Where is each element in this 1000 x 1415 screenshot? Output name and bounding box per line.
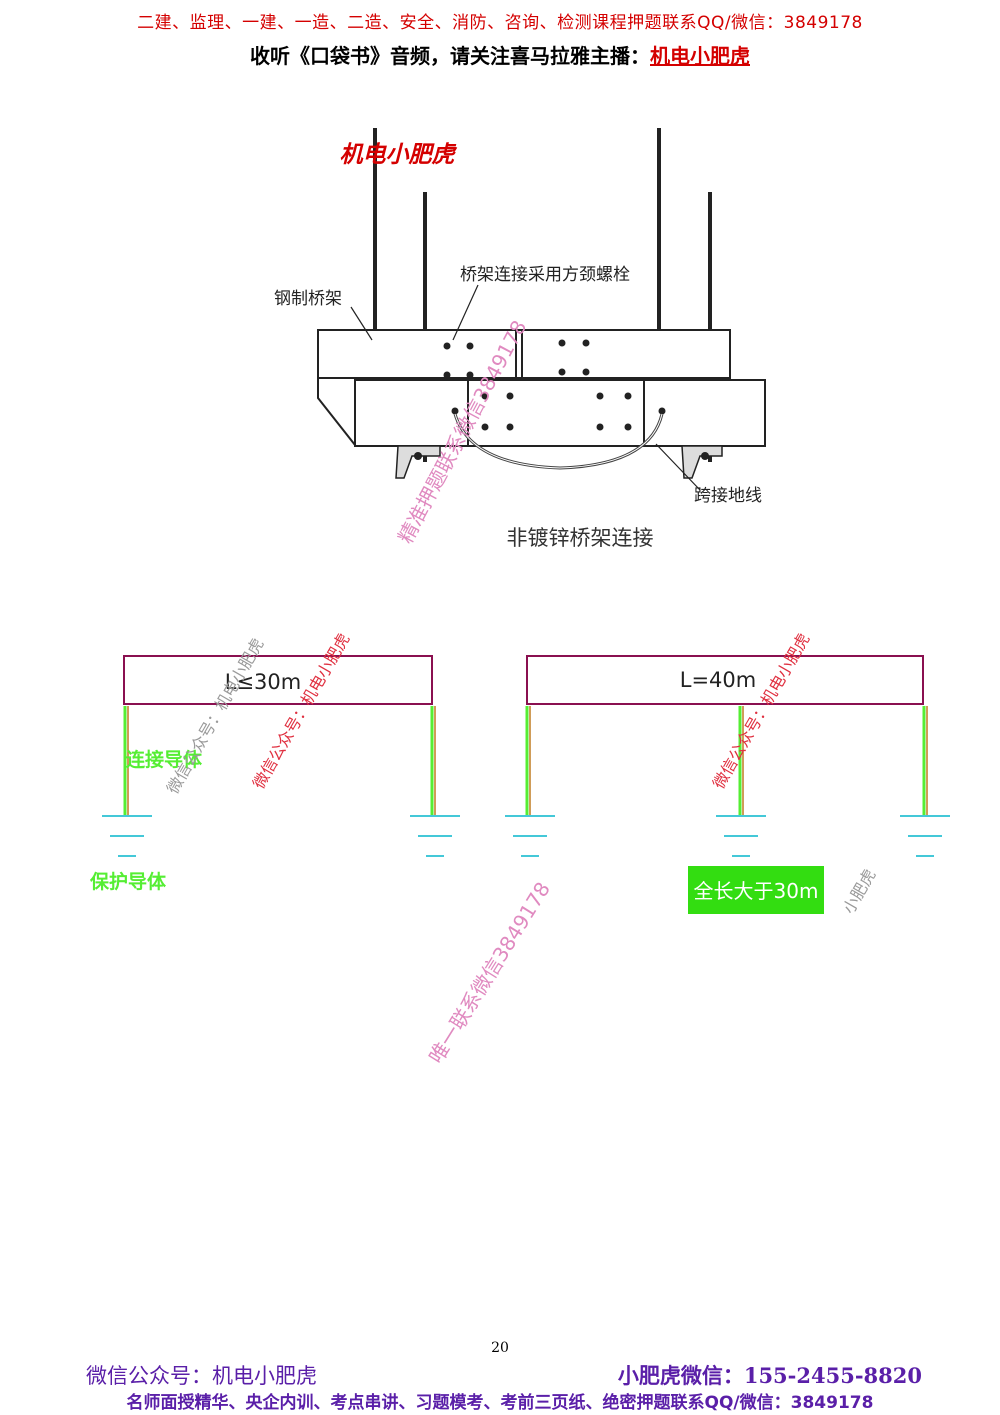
subtitle: 收听《口袋书》音频，请关注喜马拉雅主播：机电小肥虎 (0, 40, 1000, 69)
tray-connection-figure: 机电小肥虎 钢制桥架 桥架连接采用方颈螺栓 跨接地线 非镀锌桥架连接 精准押题联… (274, 128, 766, 550)
length-badge (688, 866, 824, 914)
label-jumper: 跨接地线 (694, 486, 762, 506)
label-protect-conductor: 保护导体 (89, 870, 167, 893)
right-span-label: L=40m (680, 668, 756, 692)
watermark-public-left: 微信公众号：机电小肥虎 (249, 630, 353, 792)
footer-promo: 名师面授精华、央企内训、考点串讲、习题模考、考前三页纸、绝密押题联系QQ/微信：… (126, 1393, 874, 1413)
label-bolts: 桥架连接采用方颈螺栓 (460, 265, 630, 285)
watermark-public-right: 微信公众号：机电小肥虎 (709, 630, 813, 792)
page-number: 20 (491, 1340, 509, 1356)
subtitle-prefix: 收听《口袋书》音频，请关注喜马拉雅主播： (250, 44, 650, 68)
left-span-label: L≤30m (225, 670, 301, 694)
figure-caption: 非镀锌桥架连接 (507, 526, 654, 550)
promo-line: 二建、监理、一建、一造、二造、安全、消防、咨询、检测课程押题联系QQ/微信：38… (137, 13, 863, 33)
grounding-figure: L≤30m L=40m 连接导体 保护导体 全长大于30m 微信公众号：机电小肥… (89, 630, 950, 1068)
footer-public-account: 微信公众号：机电小肥虎 (86, 1364, 317, 1388)
host-name-link[interactable]: 机电小肥虎 (650, 44, 750, 68)
length-badge-text: 全长大于30m (694, 879, 819, 903)
watermark-contact: 唯一联系微信3849178 (424, 878, 555, 1068)
ground-symbols (102, 815, 950, 857)
label-steel-tray: 钢制桥架 (274, 289, 342, 309)
footer-wechat: 小肥虎微信：155-2455-8820 (617, 1363, 922, 1388)
watermark-gray-right: 小肥虎 (839, 866, 879, 917)
label-connect-conductor: 连接导体 (126, 748, 203, 771)
figure-logo: 机电小肥虎 (340, 142, 458, 168)
